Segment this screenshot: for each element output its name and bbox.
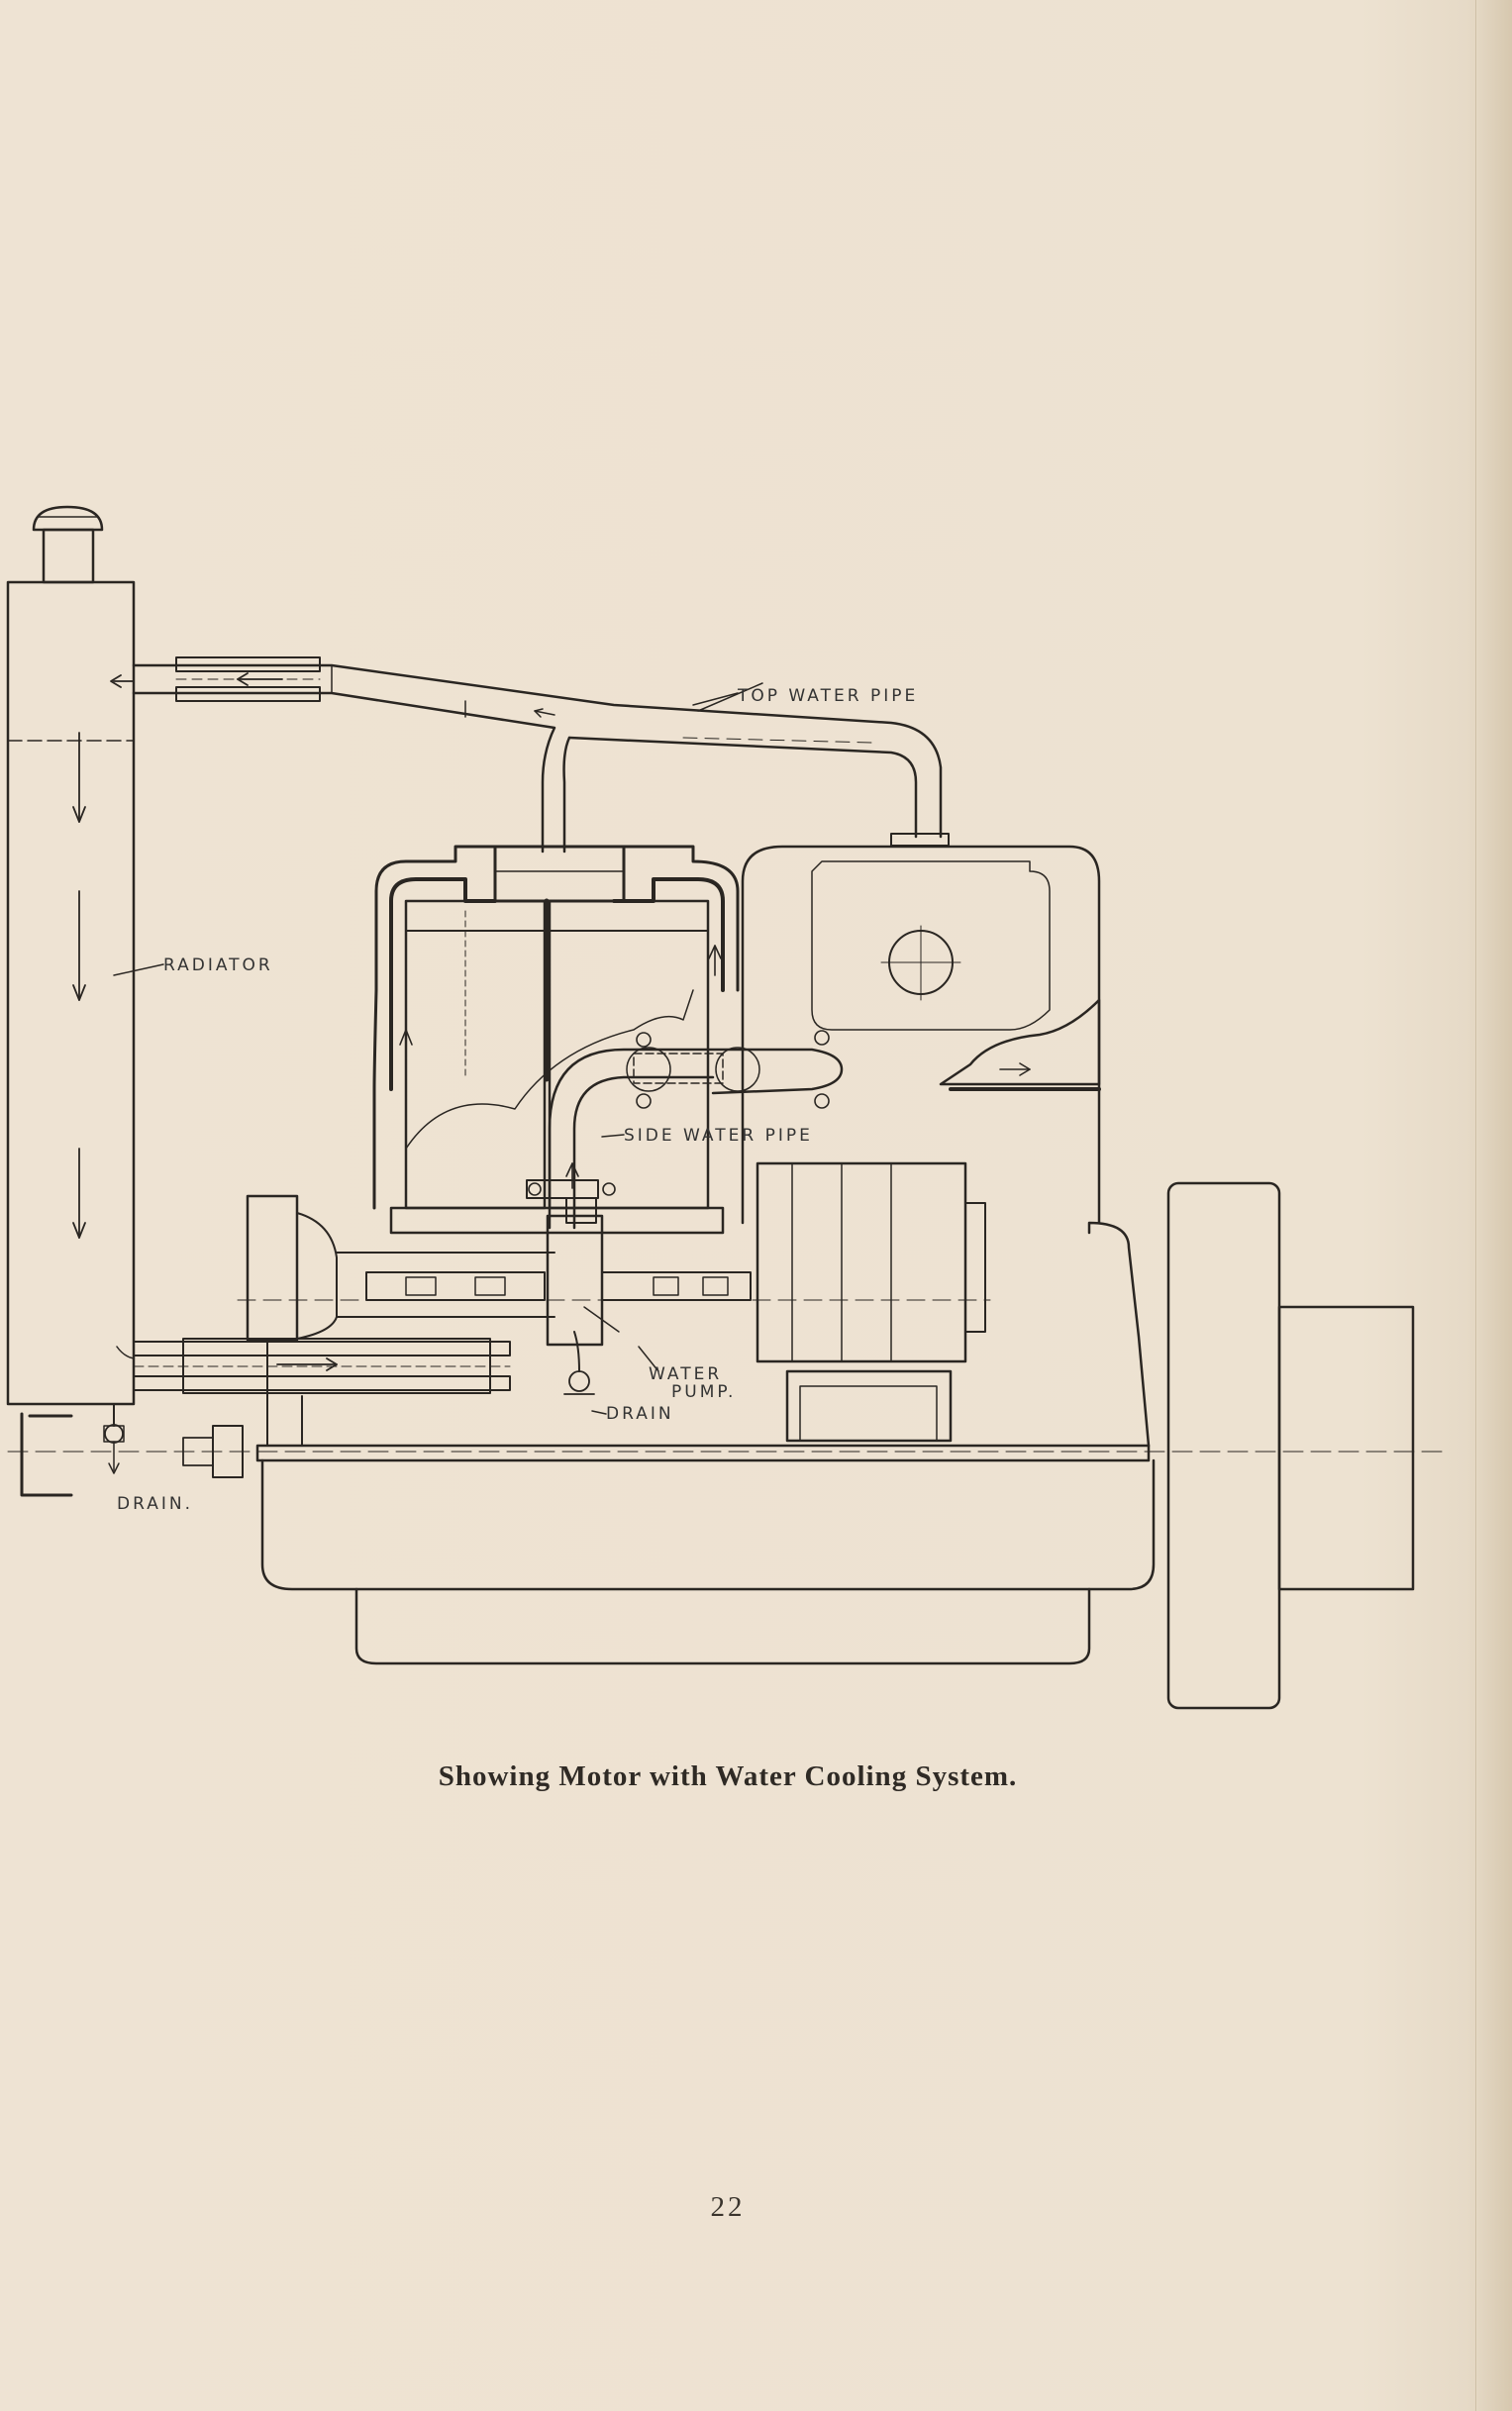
bottom-water-pipe	[103, 1338, 511, 1474]
radiator	[6, 505, 136, 1497]
side-water-pipe	[526, 1030, 844, 1230]
label-drain-radiator: DRAIN.	[117, 1494, 193, 1514]
engine-diagram: TOP WATER PIPE RADIATOR SIDE WATER PIPE …	[0, 485, 1465, 1733]
figure-caption: Showing Motor with Water Cooling System.	[438, 1760, 1018, 1792]
label-drain-pump: DRAIN	[606, 1404, 674, 1424]
pump-and-shaft	[237, 1161, 991, 1443]
label-water-pump-2: PUMP.	[671, 1382, 736, 1402]
label-side-water-pipe: SIDE WATER PIPE	[624, 1126, 813, 1146]
flywheel	[1166, 1181, 1415, 1710]
page-edge	[1475, 0, 1512, 2411]
page-number: 22	[710, 2191, 746, 2223]
top-water-pipe	[132, 656, 950, 854]
cylinder-block	[372, 845, 1101, 1235]
label-leaders	[113, 692, 739, 1415]
crankcase	[7, 1221, 1447, 1665]
label-radiator: RADIATOR	[163, 955, 273, 975]
label-water-pump-1: WATER	[649, 1364, 722, 1384]
label-top-water-pipe: TOP WATER PIPE	[737, 686, 918, 706]
